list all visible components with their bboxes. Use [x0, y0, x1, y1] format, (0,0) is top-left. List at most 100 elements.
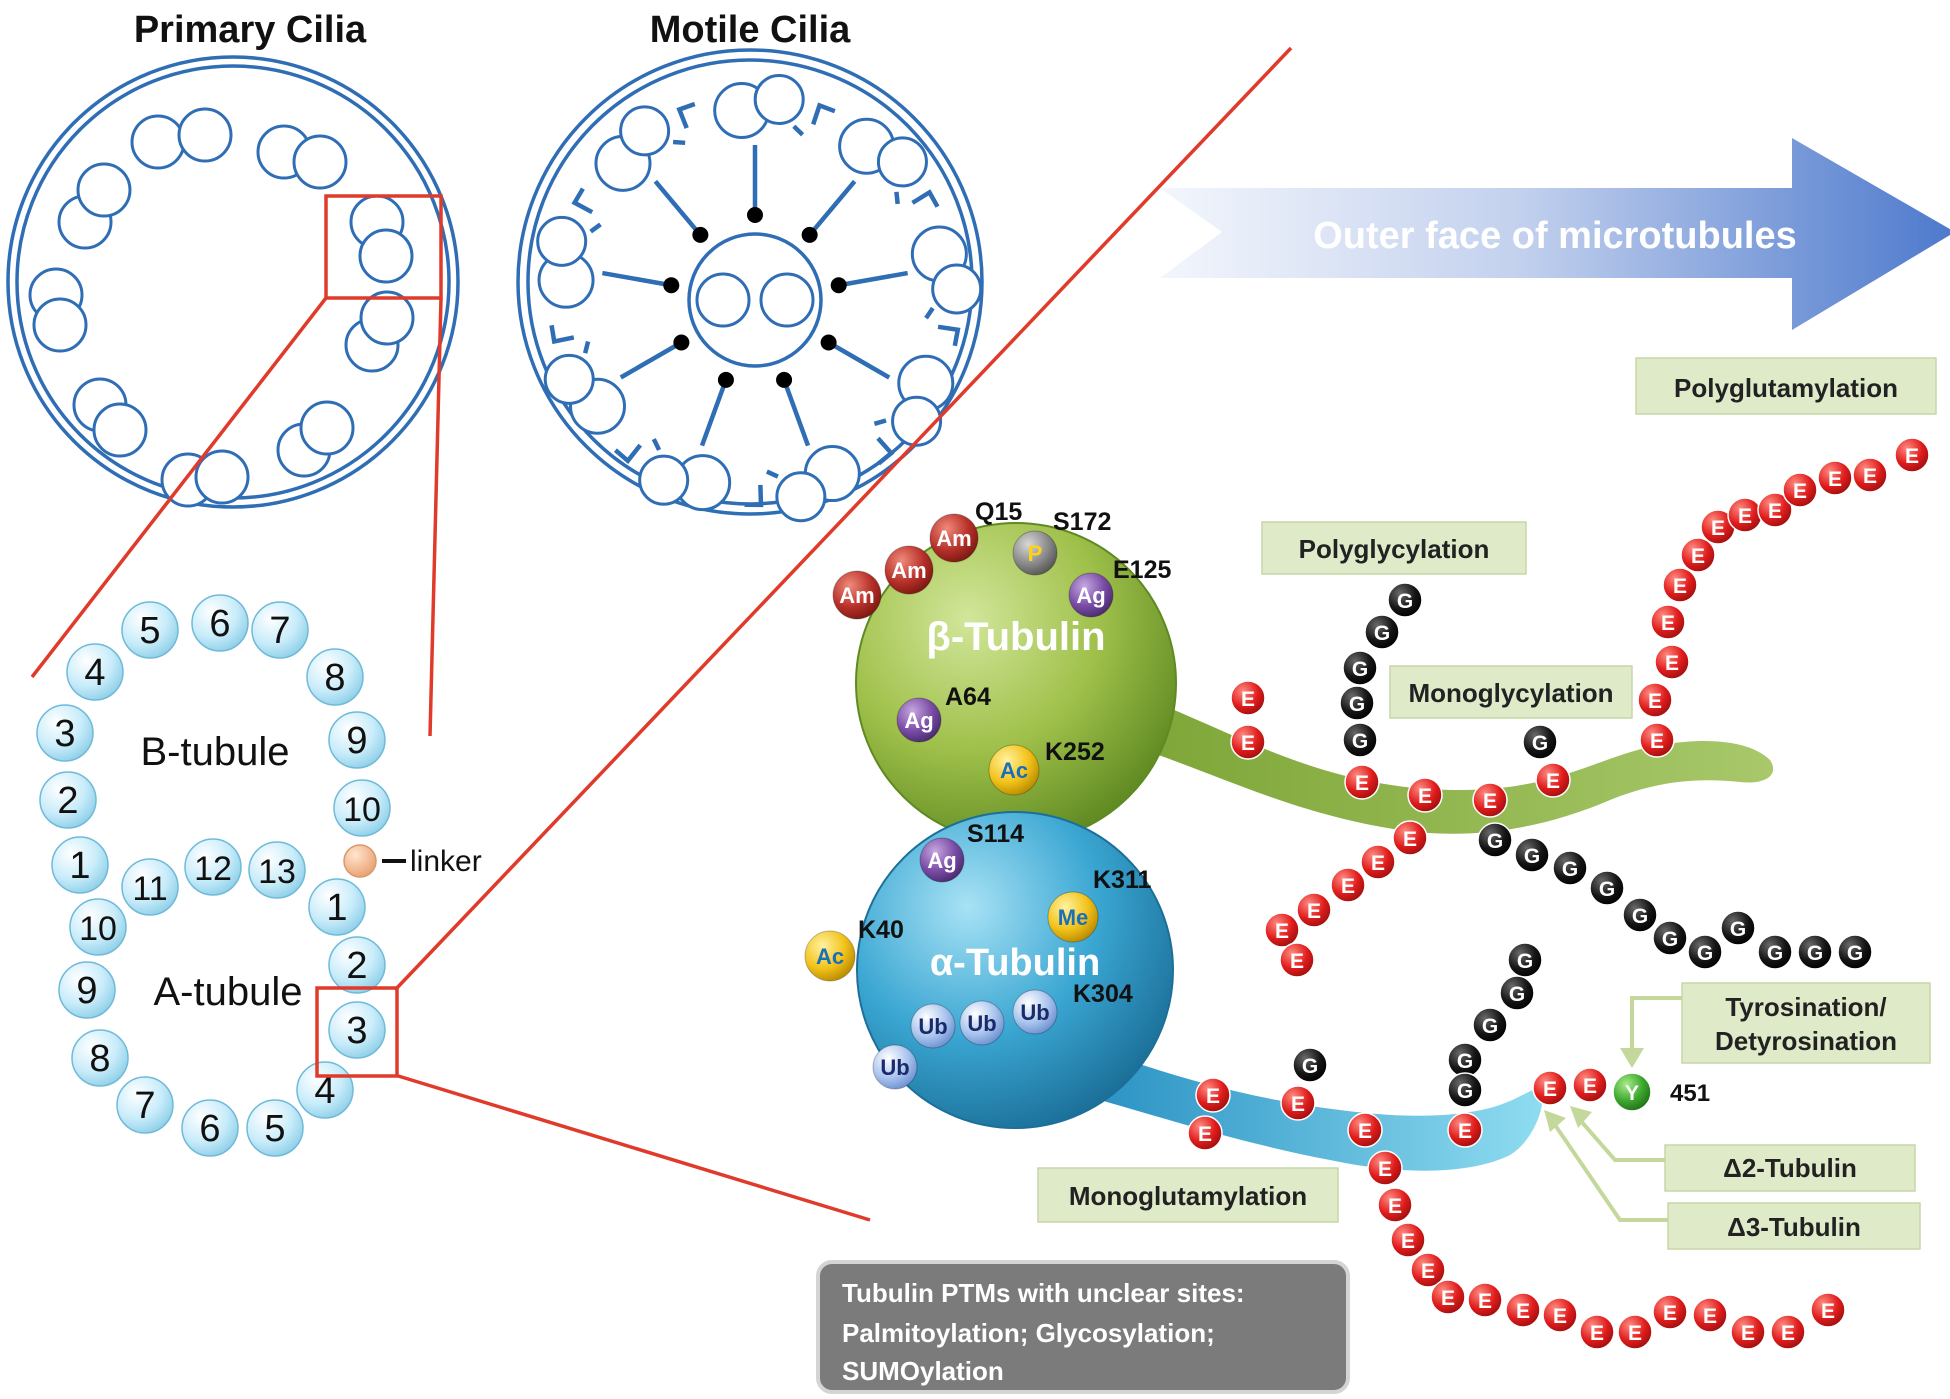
- a-tubule-label: A-tubule: [154, 970, 303, 1014]
- a-tubule-8-number: 8: [89, 1038, 110, 1080]
- glutamate-residue-letter: E: [1741, 1322, 1755, 1345]
- ubiquitination-badge-1: [1012, 989, 1058, 1035]
- glycine-residue: [1364, 614, 1400, 650]
- glutamate-residue: [1542, 1297, 1578, 1333]
- glutamate-residue: [1392, 820, 1428, 856]
- glutamate-residue: [1894, 437, 1930, 473]
- ubiquitination-badge-3: [910, 1003, 956, 1049]
- glutamate-residue-letter: E: [1478, 1290, 1492, 1313]
- glutamate-residue-letter: E: [1703, 1305, 1717, 1328]
- primary-cilia-title: Primary Cilia: [134, 9, 367, 51]
- glycine-residue-letter: G: [1847, 942, 1863, 965]
- methylation-badge-text: Me: [1058, 905, 1089, 930]
- glycine-residue: [1797, 934, 1833, 970]
- glutamate-residue: [1344, 764, 1380, 800]
- glutamate-residue: [1467, 1282, 1503, 1318]
- phosphorylation-badge: [1012, 530, 1058, 576]
- glutamate-residue: [1572, 1067, 1608, 1103]
- dynein-arm: [744, 484, 764, 508]
- glutamate-residue: [1195, 1077, 1231, 1113]
- a-tubule-10-number: 10: [79, 910, 117, 948]
- glycine-residue-letter: G: [1487, 830, 1503, 853]
- glutamate-residue-letter: E: [1241, 732, 1255, 755]
- glutamate-residue-letter: E: [1648, 690, 1662, 713]
- central-pair-projection: [776, 371, 793, 388]
- b-tubule-2-ball: [39, 771, 97, 829]
- glycine-residue-letter: G: [1730, 918, 1746, 941]
- amidation-badge-2-text: Am: [891, 558, 926, 583]
- glutamate-residue: [1367, 1150, 1403, 1186]
- radial-spoke: [827, 340, 891, 380]
- glycine-residue-letter: G: [1807, 942, 1823, 965]
- dynein-arm: [613, 443, 643, 465]
- motile-cilium-section: [516, 48, 984, 523]
- nexin-link: [672, 139, 686, 146]
- glutamate-residue: [1652, 1294, 1688, 1330]
- label-delta2-tubulin: Δ2-Tubulin: [1723, 1153, 1857, 1183]
- note-line-2: Palmitoylation; Glycosylation;: [842, 1318, 1215, 1348]
- glycine-residue-letter: G: [1374, 622, 1390, 645]
- glutamate-residue-letter: E: [1355, 772, 1369, 795]
- ptm-labels: Polyglutamylation Polyglycylation Monogl…: [1037, 357, 1937, 1250]
- glutamate-residue-letter: E: [1388, 1195, 1402, 1218]
- glycine-residue: [1477, 822, 1513, 858]
- note-line-1: Tubulin PTMs with unclear sites:: [842, 1278, 1245, 1308]
- label-monoglycylation: Monoglycylation: [1408, 678, 1613, 708]
- radial-spoke: [619, 340, 683, 380]
- nexin-link: [792, 124, 805, 137]
- nexin-link: [924, 306, 935, 320]
- zoom-connector-lines: [30, 46, 1293, 1222]
- b-tubule-label: B-tubule: [141, 730, 290, 774]
- alpha-tail: [1100, 1050, 1543, 1171]
- primary-doublet-tubule: [359, 290, 415, 346]
- a-tubule-9-ball: [58, 961, 116, 1019]
- glutamate-residue: [1639, 722, 1675, 758]
- radial-spoke: [838, 270, 909, 288]
- glutamate-residue-letter: E: [1673, 575, 1687, 598]
- b-tubule-9-number: 9: [346, 720, 367, 762]
- glycine-residue-letter: G: [1524, 845, 1540, 868]
- central-pair-projection: [673, 334, 690, 351]
- a-tubule-9-number: 9: [76, 970, 97, 1012]
- glutamate-residue: [1654, 644, 1690, 680]
- glutamate-residue-letter: E: [1628, 1322, 1642, 1345]
- label-polyglycylation: Polyglycylation: [1299, 534, 1490, 564]
- glycine-residue-letter: G: [1662, 928, 1678, 951]
- glutamate-residue: [1662, 567, 1698, 603]
- glycine-residue: [1757, 934, 1793, 970]
- glutamate-residue-letter: E: [1711, 517, 1725, 540]
- b-tubule-8-number: 8: [324, 657, 345, 699]
- beta-tail: [1150, 700, 1774, 834]
- zoom-box-primary: [324, 194, 443, 300]
- pointer-arrows: [1544, 996, 1682, 1222]
- site-k40: K40: [858, 916, 904, 944]
- glutamate-residue-letter: E: [1403, 828, 1417, 851]
- glycine-residue: [1589, 870, 1625, 906]
- glutamate-residue-letter: E: [1665, 652, 1679, 675]
- central-pair-projection: [801, 226, 818, 243]
- motile-doublet-b-tubule: [638, 454, 690, 506]
- site-s114: S114: [967, 820, 1024, 848]
- glutamate-residue: [1692, 1297, 1728, 1333]
- b-tubule-3-number: 3: [54, 713, 75, 755]
- glutamate-residue-letter: E: [1358, 1120, 1372, 1143]
- arginylation-badge-alpha-text: Ag: [927, 848, 956, 873]
- ubiquitination-badge-1-text: Ub: [1020, 1000, 1049, 1025]
- label-tyrosination: Tyrosination/: [1725, 992, 1886, 1022]
- a-tubule-1-number: 1: [326, 887, 347, 929]
- radial-spoke: [601, 270, 672, 288]
- glutamate-residue: [1296, 892, 1332, 928]
- a-tubule-13-ball: [248, 841, 306, 899]
- nexin-link: [651, 438, 662, 451]
- central-pair-projection: [820, 334, 837, 351]
- b-tubule-6-ball: [191, 594, 249, 652]
- glutamate-residue-letter: E: [1663, 1302, 1677, 1325]
- b-tubule-7-ball: [251, 601, 309, 659]
- glycine-residue: [1652, 920, 1688, 956]
- glutamate-residue: [1757, 492, 1793, 528]
- a-tubule-6-ball: [181, 1099, 239, 1157]
- ubiquitination-badge-2-text: Ub: [967, 1011, 996, 1036]
- acetylation-badge-k40: [804, 930, 856, 982]
- glutamate-residue-letter: E: [1418, 785, 1432, 808]
